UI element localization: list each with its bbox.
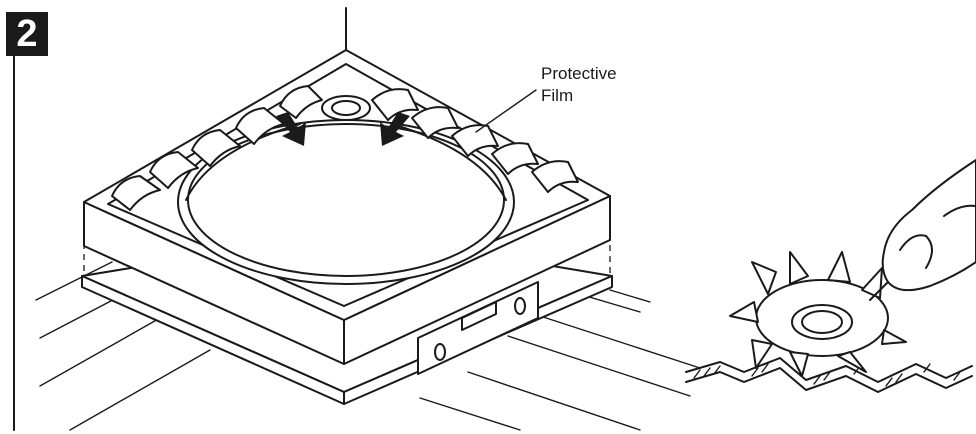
floor-boards [35, 249, 701, 431]
alignment-guides [83, 212, 611, 276]
protective-film-label-line1: Protective [541, 64, 617, 83]
wall-corner [13, 7, 347, 431]
step-number-badge: 2 [6, 12, 48, 56]
drain-gasket [729, 251, 907, 377]
spirit-level-icon [417, 281, 539, 375]
hand-icon [869, 159, 976, 301]
protective-film-label-line2: Film [541, 86, 574, 105]
protective-film-strips [111, 85, 579, 211]
floor-section [685, 357, 973, 393]
arrow-down-icon [276, 112, 410, 146]
callout-leader-line [475, 89, 537, 133]
protective-film-label: Protective Film [541, 63, 617, 107]
shower-tray [83, 49, 611, 365]
